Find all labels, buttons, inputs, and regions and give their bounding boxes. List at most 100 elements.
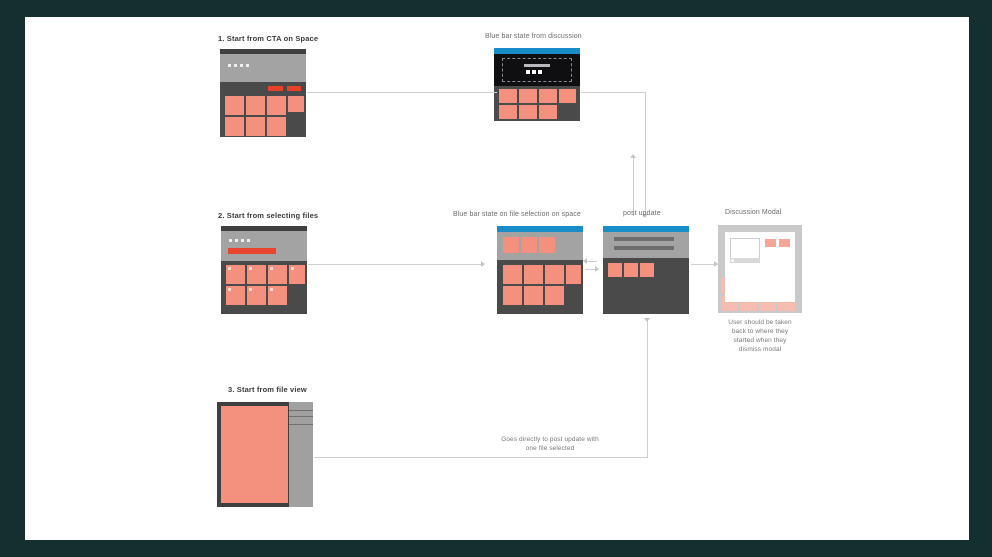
file-tile[interactable] (267, 117, 286, 136)
screen-space-file-selection[interactable] (221, 226, 307, 314)
file-tile[interactable] (539, 105, 557, 119)
discussion-panel (494, 54, 580, 86)
screen-discussion-modal[interactable] (718, 225, 802, 313)
file-tile-selected[interactable] (268, 265, 287, 284)
screen-blue-bar-selection[interactable] (497, 226, 583, 314)
modal-preview-thumb[interactable] (730, 238, 760, 260)
connector-return-up (633, 158, 634, 216)
arrowhead-down (642, 214, 648, 218)
connector-flow2-c (691, 264, 717, 265)
sidebar-line (289, 424, 313, 425)
file-tile-selected[interactable] (289, 265, 305, 284)
arrowhead-right (481, 261, 485, 267)
space-header (221, 231, 307, 261)
connector-flow2-a (308, 264, 483, 265)
blue-status-bar (497, 226, 583, 232)
blue-bar-discussion-label: Blue bar state from discussion (485, 33, 582, 40)
compose-header (603, 232, 689, 258)
modal-preview-dot (731, 259, 734, 262)
file-tile[interactable] (225, 96, 244, 115)
arrowhead-right (714, 261, 718, 267)
space-header (220, 54, 306, 82)
modal-note: User should be taken back to where they … (715, 318, 805, 354)
cta-button-secondary[interactable] (287, 86, 301, 91)
header-dots (229, 239, 250, 242)
connector-flow2-b2 (585, 269, 597, 270)
sidebar-line (289, 416, 313, 417)
blue-bar-selection-label: Blue bar state on file selection on spac… (453, 211, 581, 218)
file-tile-selected[interactable] (226, 286, 245, 305)
blue-status-bar (494, 48, 580, 54)
file-tile[interactable] (524, 286, 543, 305)
file-tile[interactable] (246, 96, 265, 115)
file-tile[interactable] (499, 105, 517, 119)
flow-2-title: 2. Start from selecting files (218, 211, 319, 220)
mini-thumbnails (526, 70, 542, 74)
compose-text-line (614, 246, 674, 250)
arrowhead-down (644, 318, 650, 322)
file-preview[interactable] (221, 406, 288, 503)
file-tile[interactable] (539, 89, 557, 103)
window-titlebar (221, 226, 307, 231)
window-titlebar (220, 49, 306, 54)
selected-thumb[interactable] (503, 237, 519, 253)
cta-button-primary[interactable] (268, 86, 283, 91)
fileview-note-line-1: Goes directly to post update with (501, 436, 599, 443)
selected-thumb[interactable] (521, 237, 537, 253)
fileview-note: Goes directly to post update with one fi… (460, 435, 640, 453)
file-tile-selected[interactable] (268, 286, 287, 305)
connector-flow1 (307, 92, 497, 93)
arrowhead-left (583, 258, 587, 264)
modal-note-line-1: User should be taken (728, 319, 792, 326)
connector-flow1-return-v (645, 92, 646, 216)
file-tile[interactable] (559, 89, 576, 103)
connector-flow1-return (581, 92, 646, 93)
modal-file-chip[interactable] (779, 239, 790, 247)
file-tile[interactable] (503, 265, 522, 284)
flow-3-title: 3. Start from file view (228, 385, 307, 394)
file-tile[interactable] (288, 96, 304, 112)
attached-file[interactable] (608, 263, 622, 277)
file-tile[interactable] (545, 286, 564, 305)
modal-note-line-3: started when they (733, 337, 787, 344)
sidebar-line (289, 410, 313, 411)
compose-text-line (614, 237, 674, 241)
mini-toolbar (524, 64, 550, 67)
connector-flow3-v (647, 360, 648, 458)
file-tile[interactable] (503, 286, 522, 305)
file-tile[interactable] (246, 117, 265, 136)
selection-action-bar[interactable] (228, 248, 276, 254)
blue-status-bar (603, 226, 689, 232)
file-tile[interactable] (519, 89, 537, 103)
modal-note-line-4: dismiss modal (738, 346, 782, 353)
post-update-label: post update (623, 210, 661, 217)
arrowhead-up (630, 154, 636, 158)
file-tile-selected[interactable] (226, 265, 245, 284)
selected-thumb[interactable] (539, 237, 555, 253)
file-tile[interactable] (225, 117, 244, 136)
fileview-note-line-2: one file selected (525, 445, 575, 452)
flow-1-title: 1. Start from CTA on Space (218, 34, 319, 43)
file-view-sidebar[interactable] (289, 402, 313, 507)
screen-blue-bar-discussion[interactable] (494, 48, 580, 121)
file-tile-selected[interactable] (247, 286, 266, 305)
header-dots (228, 64, 249, 67)
diagram-canvas: 1. Start from CTA on Space Blue bar stat… (25, 17, 969, 540)
modal-file-chip[interactable] (765, 239, 776, 247)
connector-modal-return (647, 320, 648, 360)
screen-file-view[interactable] (217, 402, 313, 507)
file-tile[interactable] (524, 265, 543, 284)
screen-post-update[interactable] (603, 226, 689, 314)
file-tile-selected[interactable] (247, 265, 266, 284)
file-tile[interactable] (519, 105, 537, 119)
file-tile[interactable] (545, 265, 564, 284)
file-tile[interactable] (267, 96, 286, 115)
attached-file[interactable] (624, 263, 638, 277)
modal-note-line-2: back to where they (731, 328, 789, 335)
file-tile[interactable] (566, 265, 581, 284)
attached-file[interactable] (640, 263, 654, 277)
file-tile[interactable] (499, 89, 517, 103)
screen-space-cta[interactable] (220, 49, 306, 137)
discussion-modal-label: Discussion Modal (725, 209, 782, 216)
dashed-dropzone (502, 58, 572, 82)
